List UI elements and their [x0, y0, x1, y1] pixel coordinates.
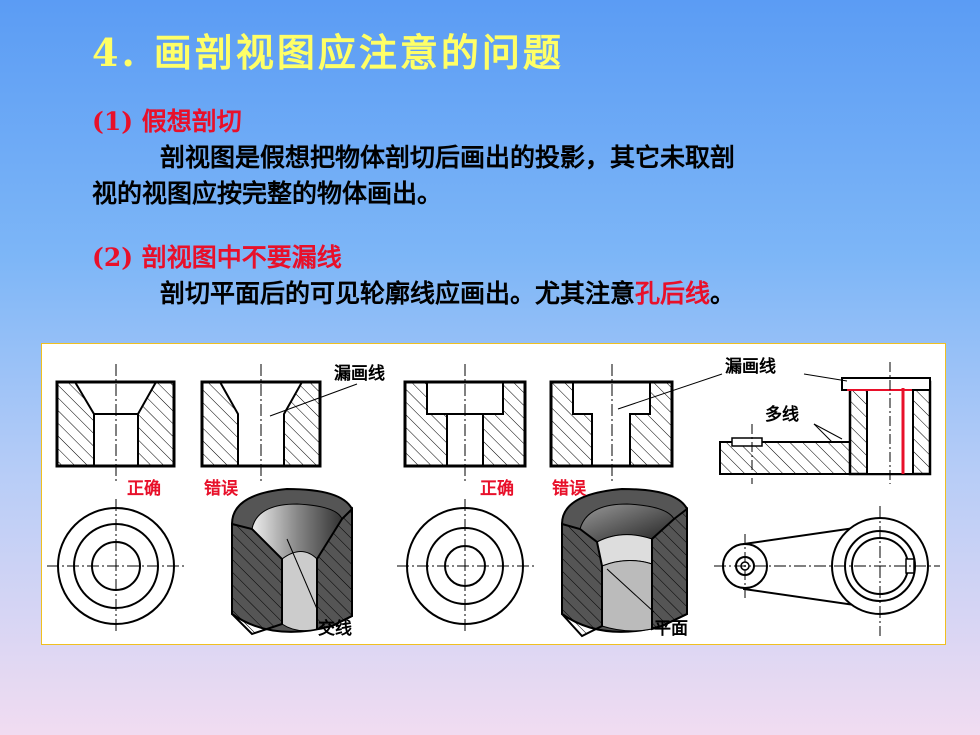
label-missing-line-1: 漏画线: [334, 363, 385, 384]
view1-section-correct: [55, 364, 176, 484]
view3-section-correct: [403, 364, 527, 484]
view1-top-circles: [47, 499, 185, 634]
view2-isometric-cutaway: [231, 487, 353, 636]
section2-highlight: 孔后线: [635, 279, 711, 308]
view5-top-lever: [714, 506, 940, 636]
label-correct-1: 正确: [127, 478, 161, 499]
label-plane: 平面: [654, 619, 688, 639]
figure-drawing: 漏画线 漏画线 多线 正确 错误 正确 错误 交线 平面: [47, 356, 940, 639]
view3-top-circles: [397, 499, 534, 634]
slide-title: 4. 画剖视图应注意的问题: [92, 30, 564, 75]
section1-text: 剖视图是假想把物体剖切后画出的投影，其它未取剖 视的视图应按完整的物体画出。: [92, 140, 932, 212]
section2-text: 剖切平面后的可见轮廓线应画出。尤其注意孔后线。: [92, 276, 932, 312]
label-correct-2: 正确: [480, 478, 514, 499]
label-extra-line: 多线: [765, 404, 799, 425]
view4-section-wrong: [549, 364, 723, 484]
label-wrong-2: 错误: [552, 478, 587, 499]
view5-section-bracket: [719, 362, 932, 484]
section1-line1: 剖视图是假想把物体剖切后画出的投影，其它未取剖: [160, 143, 736, 172]
view4-isometric-cutaway: [561, 487, 688, 638]
label-wrong-1: 错误: [204, 478, 239, 499]
section2-heading: (2) 剖视图中不要漏线: [92, 243, 342, 272]
section2-end: 。: [710, 279, 736, 308]
section1-line2: 视的视图应按完整的物体画出。: [92, 179, 443, 208]
section2-main: 剖切平面后的可见轮廓线应画出。尤其注意: [160, 279, 636, 308]
label-intersect-line: 交线: [318, 618, 352, 639]
label-missing-line-2: 漏画线: [725, 356, 776, 377]
section1-heading: (1) 假想剖切: [92, 107, 242, 136]
figure-panel: 漏画线 漏画线 多线 正确 错误 正确 错误 交线 平面: [41, 343, 946, 645]
view2-section-wrong: [200, 364, 358, 484]
